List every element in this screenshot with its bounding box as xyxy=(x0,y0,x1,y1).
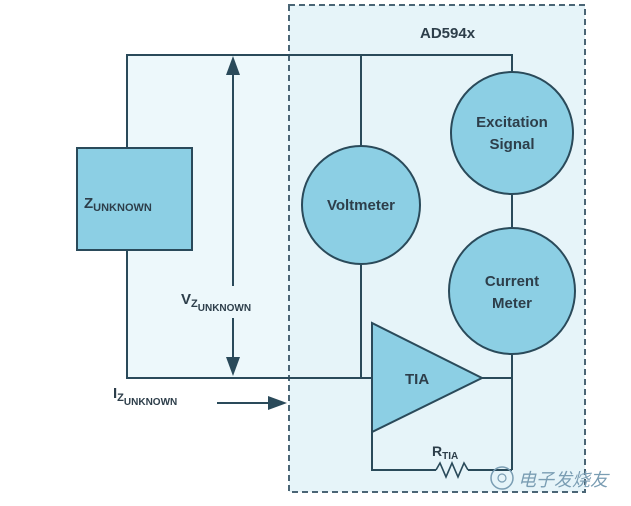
i-label-sub2: UNKNOWN xyxy=(124,397,177,408)
i-label-sub1: Z xyxy=(117,392,124,404)
current-meter-label-line2: Meter xyxy=(492,295,532,312)
bottom-wire xyxy=(126,250,372,379)
v-label-sub1: Z xyxy=(191,298,198,310)
current-meter-circle xyxy=(448,227,576,355)
watermark-logo-icon xyxy=(490,466,514,490)
watermark-logo-inner xyxy=(497,473,507,483)
v-label-background xyxy=(176,286,286,318)
watermark-text: 电子发烧友 xyxy=(518,470,610,491)
i-label-main: I xyxy=(113,385,117,402)
rtia-label: RTIA xyxy=(432,443,458,462)
excitation-label-line2: Signal xyxy=(489,136,534,153)
tia-amplifier-triangle xyxy=(371,321,485,434)
v-label-main: V xyxy=(181,291,191,308)
v-label-sub2: UNKNOWN xyxy=(198,303,251,314)
current-direction-arrow xyxy=(217,396,287,410)
i-z-unknown-label: IZUNKNOWN xyxy=(113,385,177,408)
watermark-logo xyxy=(490,466,514,490)
rtia-resistor-zigzag xyxy=(435,460,469,480)
current-meter-label-line1: Current xyxy=(485,273,539,290)
excitation-signal-circle xyxy=(450,71,574,195)
top-wire xyxy=(126,54,513,148)
chip-label: AD594x xyxy=(420,25,476,42)
tia-label: TIA xyxy=(405,371,429,388)
excitation-label-line1: Excitation xyxy=(476,114,548,131)
v-z-unknown-label: VZUNKNOWN xyxy=(181,291,251,314)
z-unknown-main: Z xyxy=(84,195,93,212)
z-unknown-label: ZUNKNOWN xyxy=(84,195,152,214)
rtia-main: R xyxy=(432,443,442,459)
voltmeter-circle xyxy=(301,145,421,265)
voltmeter-label: Voltmeter xyxy=(327,197,395,214)
z-unknown-sub: UNKNOWN xyxy=(93,202,152,214)
z-unknown-block xyxy=(76,147,193,251)
rtia-sub: TIA xyxy=(442,451,458,462)
